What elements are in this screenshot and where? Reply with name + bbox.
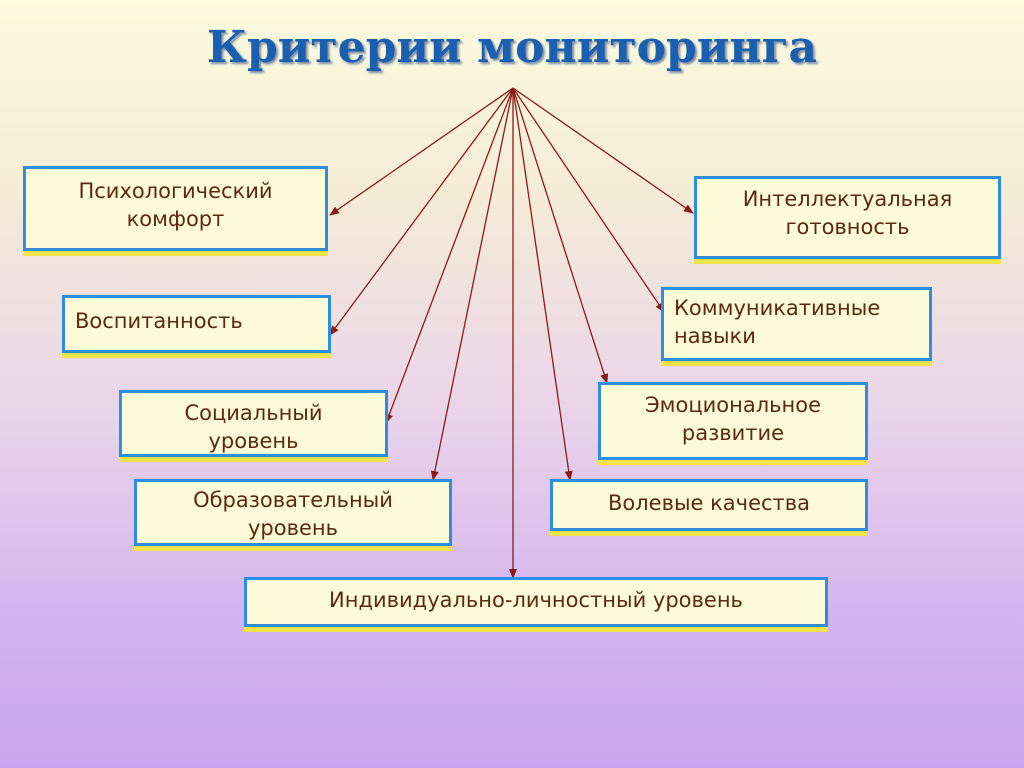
criterion-social-level: Социальный уровень: [119, 390, 388, 457]
criterion-volitional-qualities: Волевые качества: [550, 479, 868, 531]
arrow-to-psychological-comfort: [329, 87, 514, 216]
criterion-label: Образовательный уровень: [193, 488, 393, 540]
page-title: Критерии мониторинга: [206, 22, 818, 73]
criterion-intellectual-readiness: Интеллектуальная готовность: [694, 176, 1001, 259]
criterion-label: Социальный уровень: [184, 401, 323, 453]
arrow-to-communicative-skills: [512, 87, 665, 313]
criterion-label: Волевые качества: [607, 491, 811, 515]
criterion-label: Коммуникативные навыки: [674, 296, 881, 348]
criterion-label: Психологический комфорт: [78, 179, 273, 231]
criterion-individual-level: Индивидуально-личностный уровень: [244, 577, 828, 627]
criterion-emotional-development: Эмоциональное развитие: [598, 382, 868, 460]
criterion-label: Эмоциональное развитие: [644, 393, 822, 445]
criterion-label: Интеллектуальная готовность: [742, 187, 953, 239]
criterion-label: Индивидуально-личностный уровень: [329, 588, 743, 612]
arrow-to-intellectual-readiness: [512, 87, 694, 214]
arrow-to-educational-level: [430, 87, 514, 481]
criterion-educational-level: Образовательный уровень: [134, 479, 452, 546]
arrow-to-upbringing: [329, 87, 514, 336]
criterion-upbringing: Воспитанность: [62, 295, 331, 353]
criterion-psychological-comfort: Психологический комфорт: [23, 166, 328, 251]
criterion-label: Воспитанность: [75, 309, 243, 333]
arrow-to-emotional-development: [512, 87, 609, 384]
arrow-to-volitional-qualities: [512, 87, 573, 481]
arrow-to-social-level: [385, 87, 514, 424]
criterion-communicative-skills: Коммуникативные навыки: [661, 287, 932, 361]
